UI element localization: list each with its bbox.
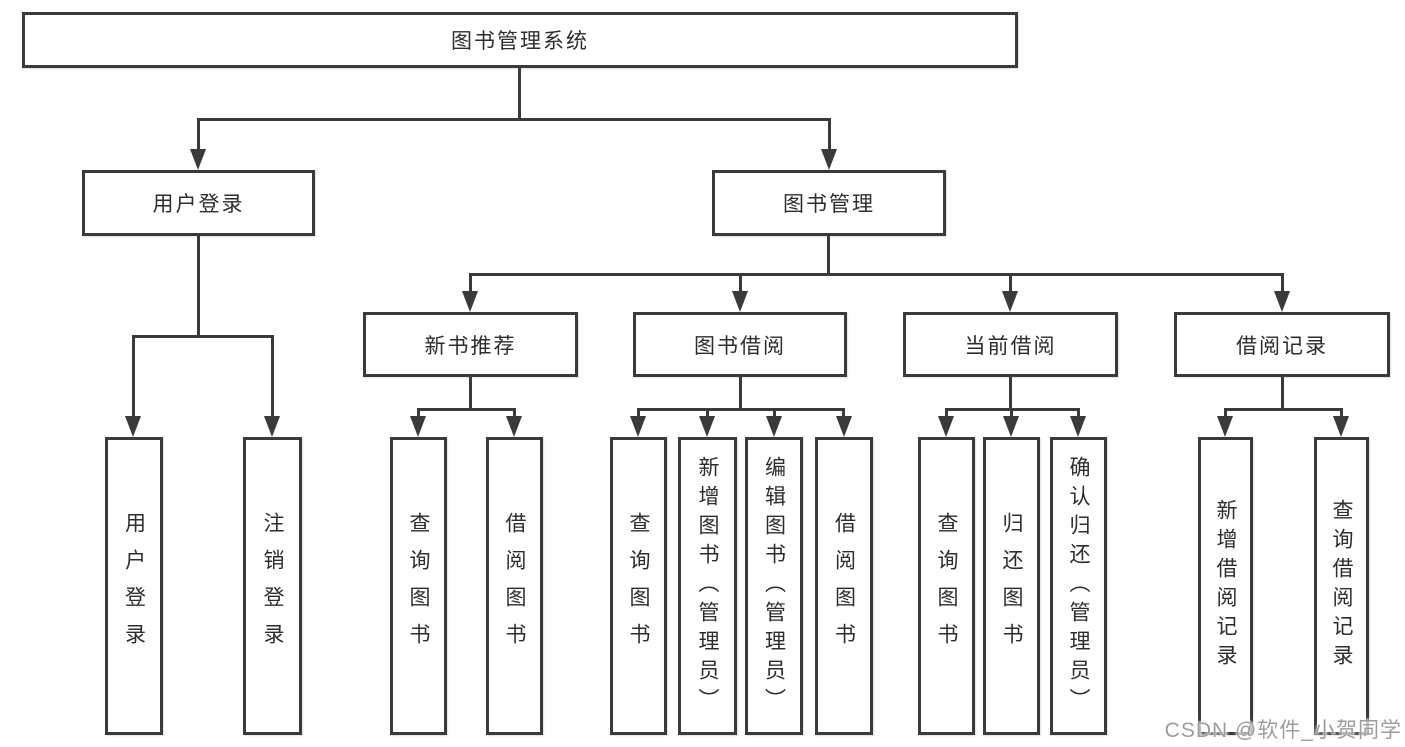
connector-arrowhead	[821, 149, 837, 170]
leaf-edit-book-admin: 编辑图书（管理员）	[745, 437, 803, 735]
connector-line	[637, 408, 844, 411]
connector-line	[469, 273, 472, 292]
node-book-management: 图书管理	[712, 170, 946, 236]
connector-arrowhead	[462, 291, 478, 312]
connector-line	[197, 118, 831, 121]
connector-line	[197, 118, 200, 150]
connector-line	[417, 408, 420, 418]
connector-line	[132, 335, 274, 338]
leaf-return-book: 归还图书	[983, 437, 1040, 735]
connector-arrowhead	[506, 416, 522, 437]
leaf-query-book-2: 查询图书	[610, 437, 667, 735]
connector-line	[1340, 408, 1343, 418]
connector-arrowhead	[125, 416, 141, 437]
connector-arrowhead	[1333, 416, 1349, 437]
connector-arrowhead	[1002, 291, 1018, 312]
connector-line	[197, 236, 200, 335]
connector-arrowhead	[938, 416, 954, 437]
connector-arrowhead	[766, 416, 782, 437]
node-new-book-recommend: 新书推荐	[363, 312, 578, 377]
node-user-login: 用户登录	[82, 170, 315, 236]
connector-line	[1009, 377, 1012, 408]
connector-line	[828, 118, 831, 150]
connector-line	[706, 408, 709, 418]
connector-arrowhead	[1274, 291, 1290, 312]
connector-line	[739, 273, 742, 292]
connector-line	[637, 408, 640, 418]
leaf-query-borrow-record: 查询借阅记录	[1314, 437, 1369, 735]
connector-line	[1281, 377, 1284, 408]
connector-arrowhead	[410, 416, 426, 437]
leaf-add-borrow-record: 新增借阅记录	[1198, 437, 1253, 735]
connector-line	[271, 335, 274, 417]
node-borrow-record: 借阅记录	[1174, 312, 1390, 377]
connector-arrowhead	[1003, 416, 1019, 437]
leaf-user-login: 用户登录	[105, 437, 163, 735]
connector-line	[842, 408, 845, 418]
connector-line	[1281, 273, 1284, 292]
leaf-confirm-return-admin: 确认归还（管理员）	[1050, 437, 1107, 735]
connector-line	[469, 273, 1283, 276]
connector-arrowhead	[1070, 416, 1086, 437]
watermark: CSDN @软件_小贺同学	[1164, 719, 1402, 742]
connector-line	[513, 408, 516, 418]
connector-line	[469, 377, 472, 408]
leaf-query-book-3: 查询图书	[918, 437, 975, 735]
leaf-logout: 注销登录	[243, 437, 302, 735]
connector-arrowhead	[699, 416, 715, 437]
node-current-borrow: 当前借阅	[903, 312, 1118, 377]
connector-arrowhead	[264, 416, 280, 437]
connector-line	[945, 408, 948, 418]
node-root: 图书管理系统	[22, 12, 1018, 68]
connector-line	[739, 377, 742, 408]
leaf-borrow-book-1: 借阅图书	[486, 437, 543, 735]
connector-line	[1009, 273, 1012, 292]
leaf-add-book-admin: 新增图书（管理员）	[678, 437, 737, 735]
leaf-query-book-1: 查询图书	[390, 437, 447, 735]
connector-line	[1077, 408, 1080, 418]
connector-line	[417, 408, 516, 411]
connector-line	[773, 408, 776, 418]
connector-line	[1224, 408, 1227, 418]
connector-line	[518, 68, 521, 118]
connector-line	[1224, 408, 1343, 411]
connector-arrowhead	[836, 416, 852, 437]
connector-arrowhead	[190, 149, 206, 170]
connector-arrowhead	[630, 416, 646, 437]
connector-arrowhead	[1217, 416, 1233, 437]
leaf-borrow-book-2: 借阅图书	[815, 437, 873, 735]
connector-arrowhead	[732, 291, 748, 312]
connector-line	[132, 335, 135, 417]
node-book-borrow: 图书借阅	[633, 312, 847, 377]
connector-line	[1010, 408, 1013, 418]
connector-line	[827, 236, 830, 273]
